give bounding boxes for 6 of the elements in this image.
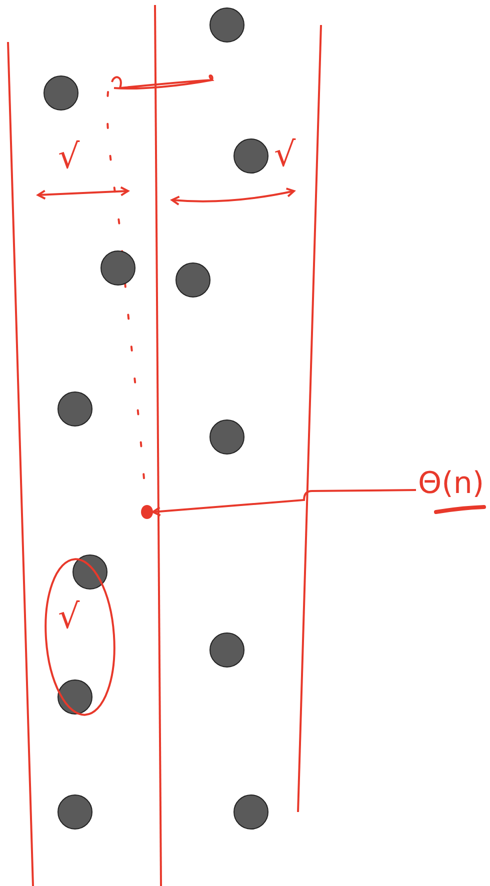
math-text: Θ(n) (418, 466, 488, 502)
check-mark-symbol: √ (58, 140, 80, 174)
check-mark-symbol: √ (58, 600, 80, 634)
target-point (141, 505, 153, 519)
check-mark-symbol: √ (274, 138, 296, 172)
leader-arrow (152, 489, 416, 516)
